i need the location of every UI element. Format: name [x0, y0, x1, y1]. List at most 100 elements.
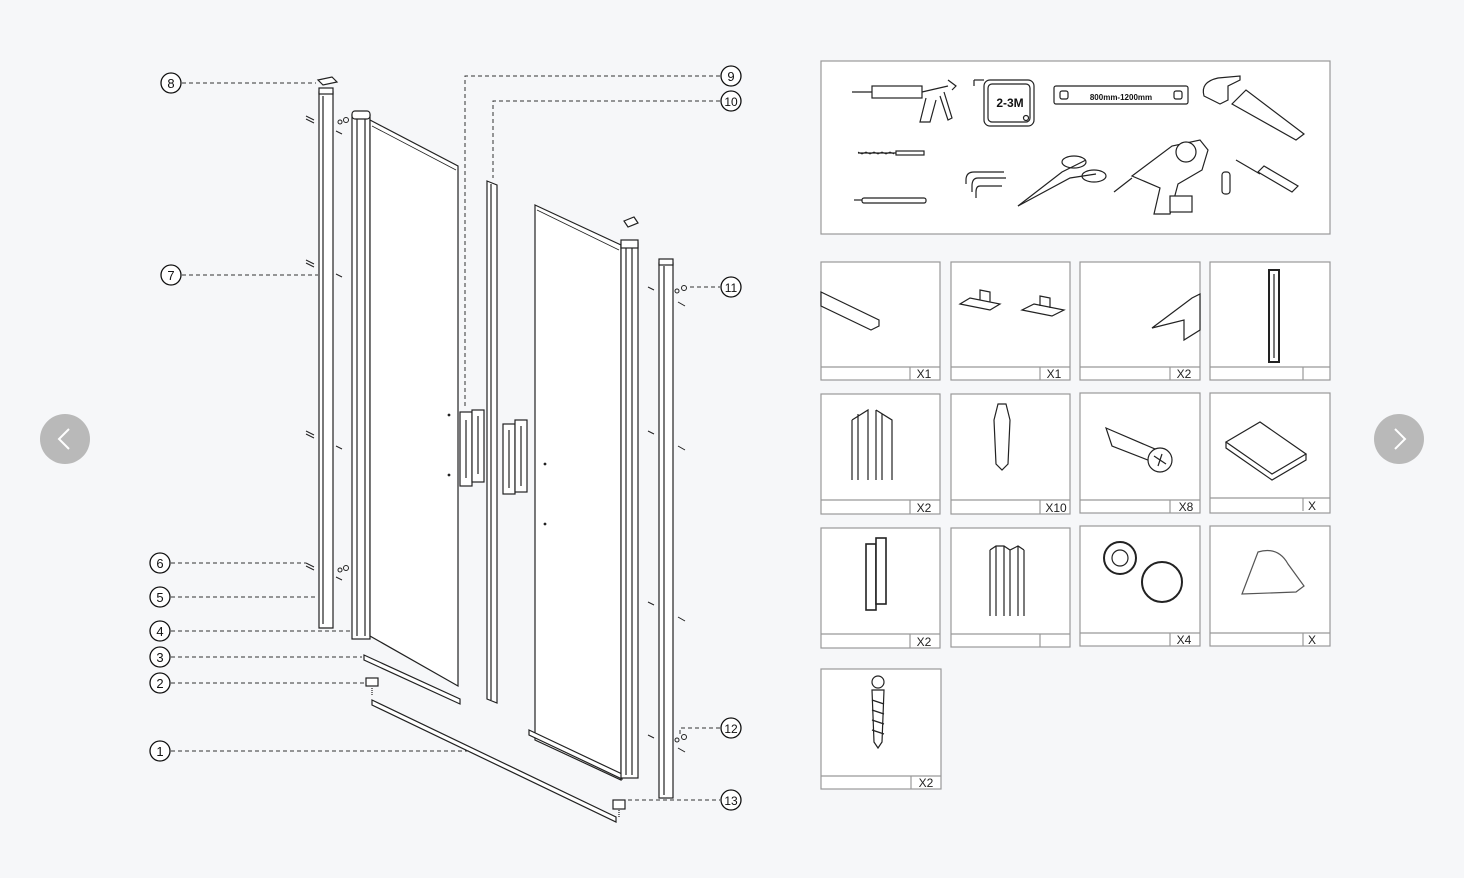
callout-12: [720, 717, 742, 739]
previous-image-button[interactable]: [40, 414, 90, 464]
anchor-screw-icon: [871, 675, 885, 750]
part-qty-13: X2: [919, 776, 934, 790]
left-screws: [305, 115, 349, 581]
screwdriver-icon: [1221, 159, 1299, 195]
callout-7: [160, 264, 182, 286]
hinge-profile-left: [351, 110, 371, 640]
wall-plug-icon: [993, 403, 1011, 471]
callout-1: [149, 740, 171, 762]
part-qty-6: X10: [1045, 501, 1067, 515]
part-qty-8: X: [1308, 499, 1316, 513]
screw-icon: [1105, 426, 1173, 473]
part-card-9: [820, 527, 941, 649]
callout-3: [149, 646, 171, 668]
caulking-gun-icon: [852, 79, 957, 123]
part-qty-3: X2: [1177, 367, 1192, 381]
tools-panel: 2-3M 800mm-1200mm: [820, 60, 1331, 235]
right-glass-panel: [528, 204, 623, 781]
callout-6: [149, 552, 171, 574]
part-card-2: [950, 261, 1071, 381]
part-card-6: [950, 393, 1071, 515]
parts-grid: [820, 261, 1331, 790]
part-card-4: [1209, 261, 1331, 381]
part-card-3: [1079, 261, 1201, 381]
callout-4: [149, 620, 171, 642]
door-handle-icon: [865, 537, 887, 611]
callout-label-3: 3: [156, 650, 163, 665]
magnetic-seal-strip: [486, 180, 498, 704]
vertical-profile-icon: [1268, 269, 1280, 363]
callout-5: [149, 586, 171, 608]
next-image-button[interactable]: [1374, 414, 1424, 464]
spirit-level-label: 800mm-1200mm: [1090, 93, 1152, 102]
magnet-rings-icon: [1103, 541, 1183, 603]
handle-right: [502, 419, 528, 495]
part-qty-7: X8: [1179, 500, 1194, 514]
right-screws: [647, 285, 687, 753]
callout-10: [720, 90, 742, 112]
seal-strip-icon: [1151, 293, 1201, 342]
tape-measure-label: 2-3M: [996, 96, 1023, 110]
part-qty-2: X1: [1047, 367, 1062, 381]
callout-13: [720, 789, 742, 811]
allen-key-icon: [965, 171, 1006, 198]
callout-label-4: 4: [156, 624, 163, 639]
hammer-icon: [1202, 75, 1305, 141]
callout-2: [149, 672, 171, 694]
part-card-8: [1209, 392, 1331, 514]
left-glass-panel: [369, 119, 459, 688]
callout-label-10: 10: [724, 95, 738, 109]
callout-11: [720, 276, 742, 298]
callout-label-12: 12: [724, 722, 738, 736]
rail-profile-icon: [820, 291, 880, 331]
bottom-rail: [371, 699, 617, 823]
callout-9: [720, 65, 742, 87]
bottom-seal-left: [363, 654, 461, 705]
cover-cap-icon: [1241, 549, 1305, 595]
callout-label-11: 11: [725, 281, 738, 295]
part-card-5: [820, 393, 941, 515]
u-channel-icon: [851, 408, 893, 480]
quantity-labels: X1 X1 X2 X2 X10 X8 X X2 X4 X X2: [917, 367, 1316, 790]
part-qty-1: X1: [917, 367, 932, 381]
callout-label-9: 9: [727, 69, 734, 84]
hinge-profile-right: [620, 216, 639, 779]
handle-left: [459, 409, 485, 487]
callout-label-13: 13: [724, 794, 738, 808]
part-qty-12: X: [1308, 633, 1316, 647]
part-qty-11: X4: [1177, 633, 1192, 647]
end-cap-top: [316, 76, 339, 86]
bottom-pivot-right: [612, 799, 626, 818]
chevron-left-icon: [57, 428, 70, 450]
chevron-right-icon: [1394, 428, 1407, 450]
tape-measure-icon: 2-3M: [973, 79, 1035, 127]
scissors-icon: [1017, 155, 1107, 207]
callout-8: [160, 72, 182, 94]
pivot-bracket-icon: [958, 289, 1066, 317]
callout-label-5: 5: [156, 590, 163, 605]
callout-label-8: 8: [167, 76, 174, 91]
part-card-12: [1209, 525, 1331, 647]
exploded-view: 8 7 6 5 4 3 2 1 9 10 11 12 13: [149, 65, 742, 823]
part-card-13: [820, 668, 942, 790]
part-card-11: [1079, 525, 1201, 647]
drill-bit-icon: [857, 150, 925, 156]
spirit-level-icon: 800mm-1200mm: [1053, 85, 1189, 105]
callout-label-6: 6: [156, 556, 163, 571]
callout-label-2: 2: [156, 676, 163, 691]
part-qty-5: X2: [917, 501, 932, 515]
bottom-pivot: [365, 677, 379, 696]
right-wall-profile: [658, 258, 674, 799]
power-drill-icon: [1113, 139, 1209, 215]
part-card-7: [1079, 392, 1201, 514]
left-wall-profile: [318, 87, 334, 629]
leader-lines: [171, 75, 720, 801]
end-cap-icon: [1224, 421, 1308, 481]
callout-label-1: 1: [156, 744, 163, 759]
magnetic-seal-icon: [989, 545, 1025, 616]
drill-bit-2-icon: [854, 197, 927, 204]
callout-circles: [149, 65, 742, 811]
part-card-10: [950, 527, 1071, 648]
part-card-1: [820, 261, 941, 381]
